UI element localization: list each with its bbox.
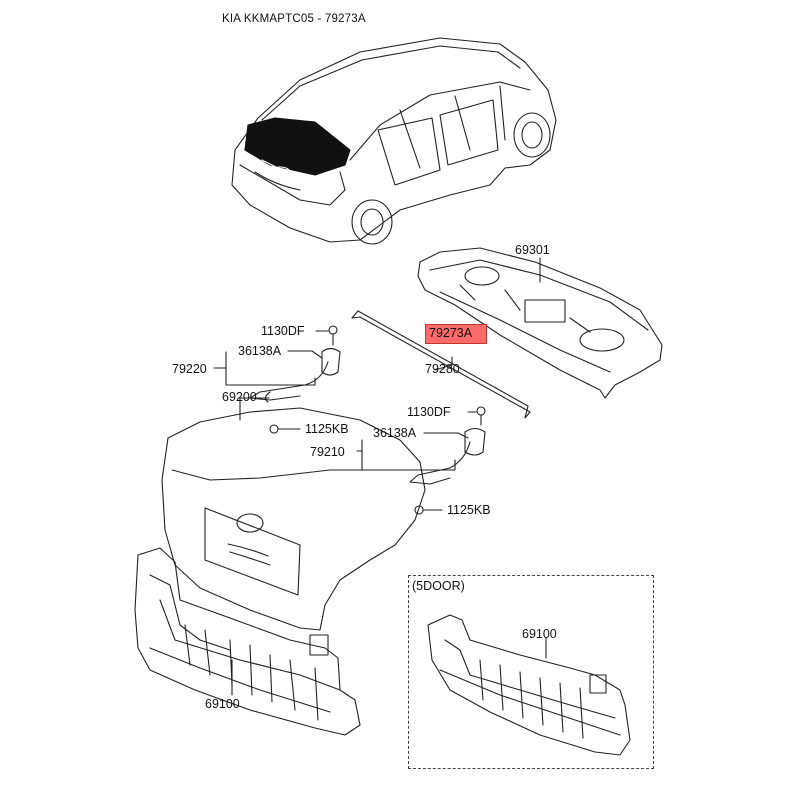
part-label-79210[interactable]: 79210	[310, 445, 345, 459]
bolt-1130df-a	[328, 325, 338, 335]
part-label-69301[interactable]: 69301	[515, 243, 550, 257]
inset-box-5door	[408, 575, 654, 769]
diagram-title: KIA KKMAPTC05 - 79273A	[222, 13, 366, 25]
part-label-69100-main[interactable]: 69100	[205, 697, 240, 711]
rear-panel-69100-main	[134, 547, 361, 736]
leader-79280	[434, 356, 453, 371]
bolt-1125kb-a	[269, 424, 279, 434]
part-label-69100-inset[interactable]: 69100	[522, 627, 557, 641]
trunk-lid-69200	[161, 407, 426, 631]
car-illustration	[231, 37, 557, 245]
bolt-1130df-b	[476, 406, 486, 416]
part-label-1130df-b[interactable]: 1130DF	[407, 405, 451, 419]
part-label-1125kb-a[interactable]: 1125KB	[305, 422, 349, 436]
inset-label: (5DOOR)	[412, 579, 465, 593]
part-label-1125kb-b[interactable]: 1125KB	[447, 503, 491, 517]
part-label-79273a[interactable]: 79273A	[429, 326, 473, 340]
rear-panel-69100-inset	[427, 614, 631, 756]
car-trunk-highlight	[244, 117, 351, 176]
part-label-36138a-b[interactable]: 36138A	[373, 426, 417, 440]
part-label-79280[interactable]: 79280	[425, 362, 460, 376]
part-label-79220[interactable]: 79220	[172, 362, 207, 376]
hinge-79210	[409, 427, 486, 485]
part-highlight-box[interactable]	[425, 324, 487, 344]
stay-rod-79280	[351, 310, 531, 419]
part-label-69200[interactable]: 69200	[222, 390, 257, 404]
part-label-36138a-a[interactable]: 36138A	[238, 344, 282, 358]
part-label-1130df-a[interactable]: 1130DF	[261, 324, 305, 338]
